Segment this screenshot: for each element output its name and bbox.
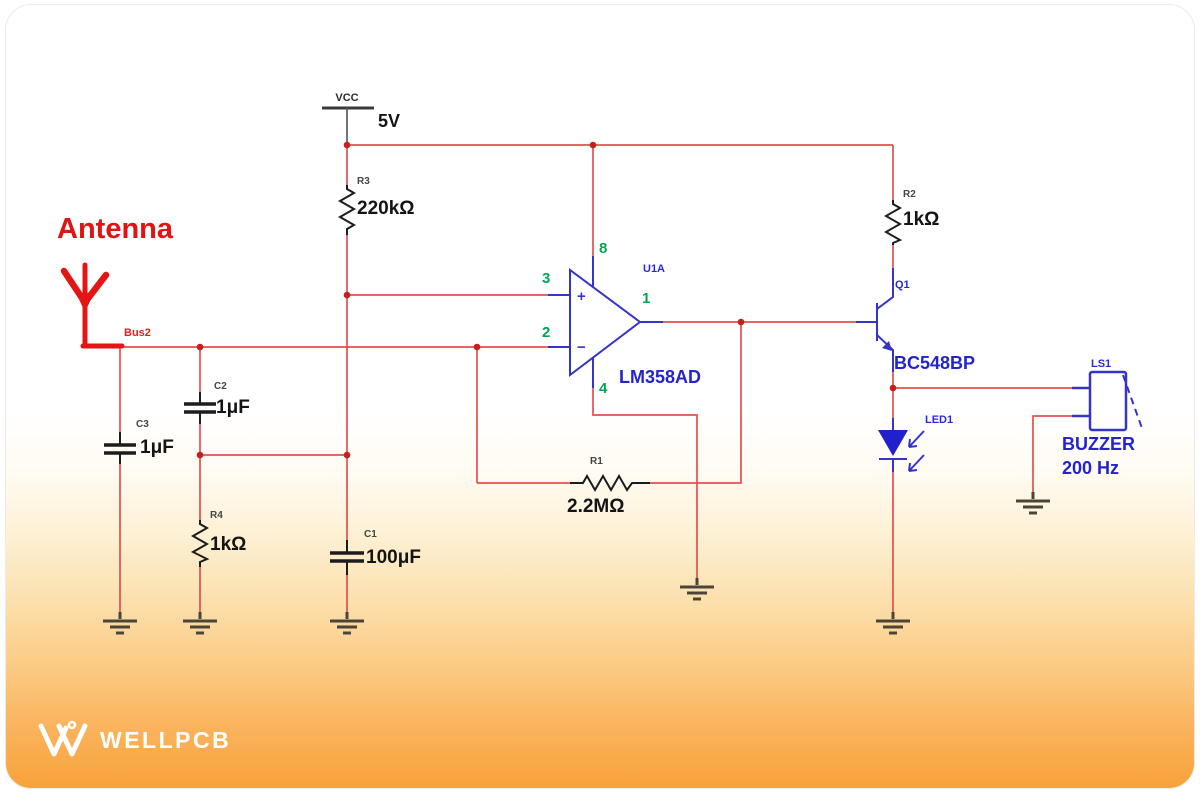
capacitor-c1-symbol [330,540,364,575]
opamp-symbol [548,256,663,388]
junction-dots [196,141,897,459]
wellpcb-mark-icon [38,720,88,757]
q1-ref: Q1 [895,279,910,291]
c2-ref: C2 [214,381,227,392]
ground-symbol [328,610,366,635]
opamp-pin2-label: 2 [542,324,550,341]
buzzer-symbol [1072,370,1144,432]
vcc-voltage-label: 5V [378,111,400,131]
opamp-pin8-label: 8 [599,240,607,257]
r3-value: 220kΩ [357,198,415,219]
vcc-net-label: VCC [335,92,358,104]
capacitor-c2-symbol [184,392,216,424]
vcc-symbol [322,106,374,145]
wire-net [119,144,1072,612]
led-light-arrows [908,430,925,472]
opamp-plus-mark: + [577,288,586,305]
r4-value: 1kΩ [210,534,246,555]
r1-value: 2.2MΩ [567,496,624,517]
opamp-pin1-label: 1 [642,290,650,307]
opamp-part: LM358AD [619,367,701,387]
r3-ref: R3 [357,176,370,187]
c2-value: 1μF [216,397,250,418]
background-card [5,4,1195,789]
led1-ref: LED1 [925,414,953,426]
resistor-r2-symbol [883,200,903,245]
resistor-r1-symbol [570,473,650,493]
capacitor-c3-symbol [104,432,136,464]
antenna-symbol [60,262,125,349]
r1-ref: R1 [590,456,603,467]
opamp-minus-mark: − [577,339,586,356]
resistor-r3-symbol [337,185,357,235]
ground-symbol [874,610,912,635]
buzzer-label: BUZZER [1062,434,1135,454]
r2-ref: R2 [903,189,916,200]
bus-label: Bus2 [124,327,151,339]
c3-value: 1μF [140,437,174,458]
ground-symbol [678,576,716,601]
brand-name: WELLPCB [100,726,232,753]
ls1-ref: LS1 [1091,358,1111,370]
resistor-r4-symbol [190,520,210,567]
c1-ref: C1 [364,529,377,540]
c3-ref: C3 [136,419,149,430]
r2-value: 1kΩ [903,209,939,230]
opamp-pin4-label: 4 [599,380,608,397]
opamp-ref: U1A [643,263,665,275]
buzzer-frequency: 200 Hz [1062,458,1119,478]
q1-part: BC548BP [894,353,975,373]
antenna-label: Antenna [57,213,174,245]
transistor-symbol [856,268,894,372]
brand-logo: WELLPCB [36,719,231,761]
opamp-pin3-label: 3 [542,270,550,287]
ground-symbol [1014,490,1052,515]
r4-ref: R4 [210,510,223,521]
led-symbol [878,418,925,472]
ground-symbol [181,610,219,635]
c1-value: 100μF [366,547,421,568]
ground-symbol [101,610,139,635]
